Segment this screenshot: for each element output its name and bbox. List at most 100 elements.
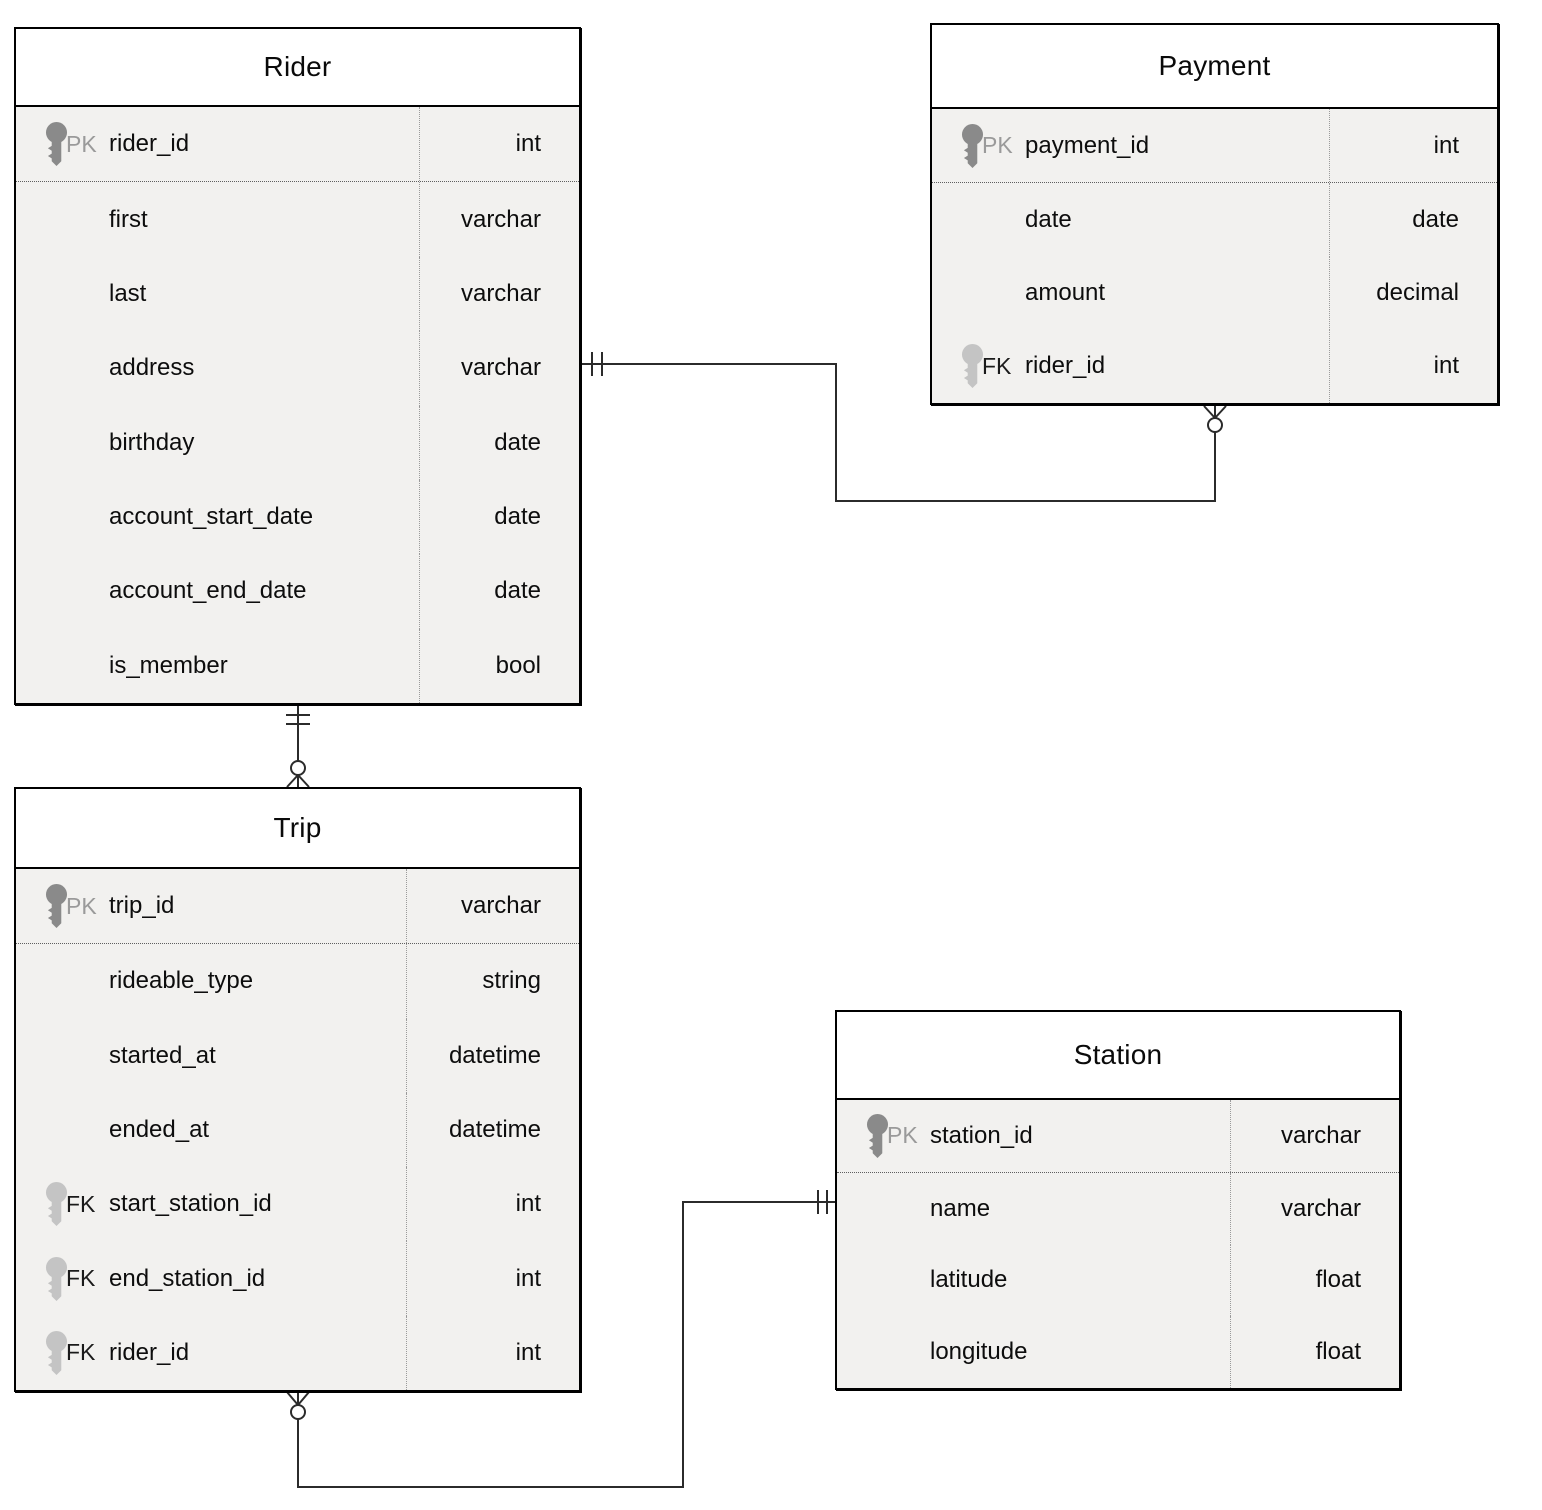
table-row: FK rider_id int — [16, 1315, 579, 1390]
field-type: varchar — [1230, 1100, 1399, 1172]
entity-table-station: Station PK station_id — [835, 1010, 1401, 1390]
field-cell: name — [837, 1173, 1230, 1245]
field-type: decimal — [1329, 256, 1497, 330]
key-label: FK — [66, 1339, 96, 1366]
table-row: date date — [932, 183, 1497, 257]
field-cell: birthday — [16, 406, 419, 480]
field-cell: last — [16, 257, 419, 331]
key-icon — [866, 1113, 889, 1158]
field-name: trip_id — [109, 892, 175, 920]
field-name: name — [930, 1194, 991, 1222]
field-cell: account_end_date — [16, 554, 419, 628]
crow-foot-icon — [286, 774, 310, 788]
field-cell: is_member — [16, 629, 419, 703]
table-row: account_end_date date — [16, 554, 579, 629]
table-row: PK station_id varchar — [837, 1100, 1399, 1173]
key-badge: PK — [960, 123, 1025, 168]
field-type: varchar — [419, 256, 579, 332]
field-name: account_start_date — [109, 503, 314, 531]
field-cell: FK rider_id — [16, 1316, 406, 1390]
entity-rows-station: PK station_id varchar — [837, 1100, 1399, 1388]
field-type: int — [406, 1315, 579, 1390]
entity-table-trip: Trip PK trip_id varch — [14, 787, 581, 1392]
key-label: FK — [66, 1190, 96, 1217]
field-type: float — [1230, 1316, 1399, 1388]
key-badge: FK — [44, 1256, 109, 1301]
field-cell: PK trip_id — [16, 869, 406, 943]
field-type: int — [406, 1241, 579, 1316]
field-type: date — [419, 554, 579, 629]
table-row: PK payment_id int — [932, 109, 1497, 184]
key-label: PK — [66, 130, 97, 157]
key-label: PK — [887, 1122, 918, 1149]
entity-rows-trip: PK trip_id varchar — [16, 869, 579, 1390]
field-type: int — [406, 1167, 579, 1242]
field-cell: PK payment_id — [932, 109, 1329, 182]
field-type: int — [419, 107, 579, 182]
field-name: first — [109, 205, 148, 233]
entity-title: Station — [1073, 1039, 1163, 1070]
key-icon — [45, 884, 68, 929]
field-cell: rideable_type — [16, 944, 406, 1018]
entity-header-payment: Payment — [932, 25, 1497, 109]
entity-title: Rider — [263, 51, 332, 82]
crow-foot-icon — [1203, 405, 1227, 419]
field-name: longitude — [930, 1338, 1028, 1366]
entity-title: Payment — [1158, 50, 1271, 81]
key-badge: FK — [960, 344, 1025, 389]
table-row: account_start_date date — [16, 479, 579, 555]
field-type: varchar — [419, 331, 579, 406]
table-row: FK end_station_id int — [16, 1241, 579, 1316]
field-type: varchar — [406, 869, 579, 944]
field-type: datetime — [406, 1092, 579, 1168]
field-name: account_end_date — [109, 577, 307, 605]
field-type: float — [1230, 1244, 1399, 1317]
table-row: amount decimal — [932, 256, 1497, 330]
key-label: FK — [66, 1265, 96, 1292]
table-row: first varchar — [16, 182, 579, 257]
field-name: last — [109, 279, 147, 307]
one-and-only-one-ticks — [591, 352, 603, 376]
field-name: started_at — [109, 1041, 216, 1069]
field-cell: address — [16, 331, 419, 405]
field-type: varchar — [419, 182, 579, 257]
field-cell: ended_at — [16, 1093, 406, 1167]
key-icon — [45, 1182, 68, 1227]
entity-title: Trip — [273, 812, 322, 843]
table-row: FK start_station_id int — [16, 1167, 579, 1242]
key-label: FK — [982, 352, 1012, 379]
table-row: birthday date — [16, 405, 579, 480]
crow-foot-icon — [286, 1391, 310, 1406]
field-name: payment_id — [1025, 131, 1150, 159]
field-cell: amount — [932, 257, 1329, 330]
table-row: ended_at datetime — [16, 1092, 579, 1168]
entity-rows-payment: PK payment_id int — [932, 109, 1497, 403]
table-row: started_at datetime — [16, 1018, 579, 1093]
field-type: date — [419, 405, 579, 480]
key-badge: PK — [44, 884, 109, 929]
field-name: start_station_id — [109, 1190, 272, 1218]
field-name: rider_id — [1025, 352, 1106, 380]
key-badge: PK — [865, 1113, 930, 1158]
field-cell: longitude — [837, 1316, 1230, 1388]
entity-table-rider: Rider PK rider_id int — [14, 27, 581, 705]
field-cell: PK station_id — [837, 1100, 1230, 1172]
key-label: PK — [66, 892, 97, 919]
key-badge: FK — [44, 1330, 109, 1375]
zero-circle-icon — [290, 760, 306, 776]
table-row: PK rider_id int — [16, 107, 579, 183]
one-and-only-one-ticks — [286, 714, 310, 725]
table-row: longitude float — [837, 1316, 1399, 1388]
relationship-rider-trip — [286, 705, 310, 788]
field-cell: FK rider_id — [932, 330, 1329, 403]
field-name: address — [109, 354, 195, 382]
table-row: PK trip_id varchar — [16, 869, 579, 945]
entity-header-station: Station — [837, 1012, 1399, 1100]
table-row: name varchar — [837, 1172, 1399, 1245]
field-type: date — [419, 479, 579, 555]
key-badge: PK — [44, 122, 109, 167]
field-name: is_member — [109, 651, 228, 679]
table-row: FK rider_id int — [932, 329, 1497, 403]
field-cell: first — [16, 182, 419, 256]
